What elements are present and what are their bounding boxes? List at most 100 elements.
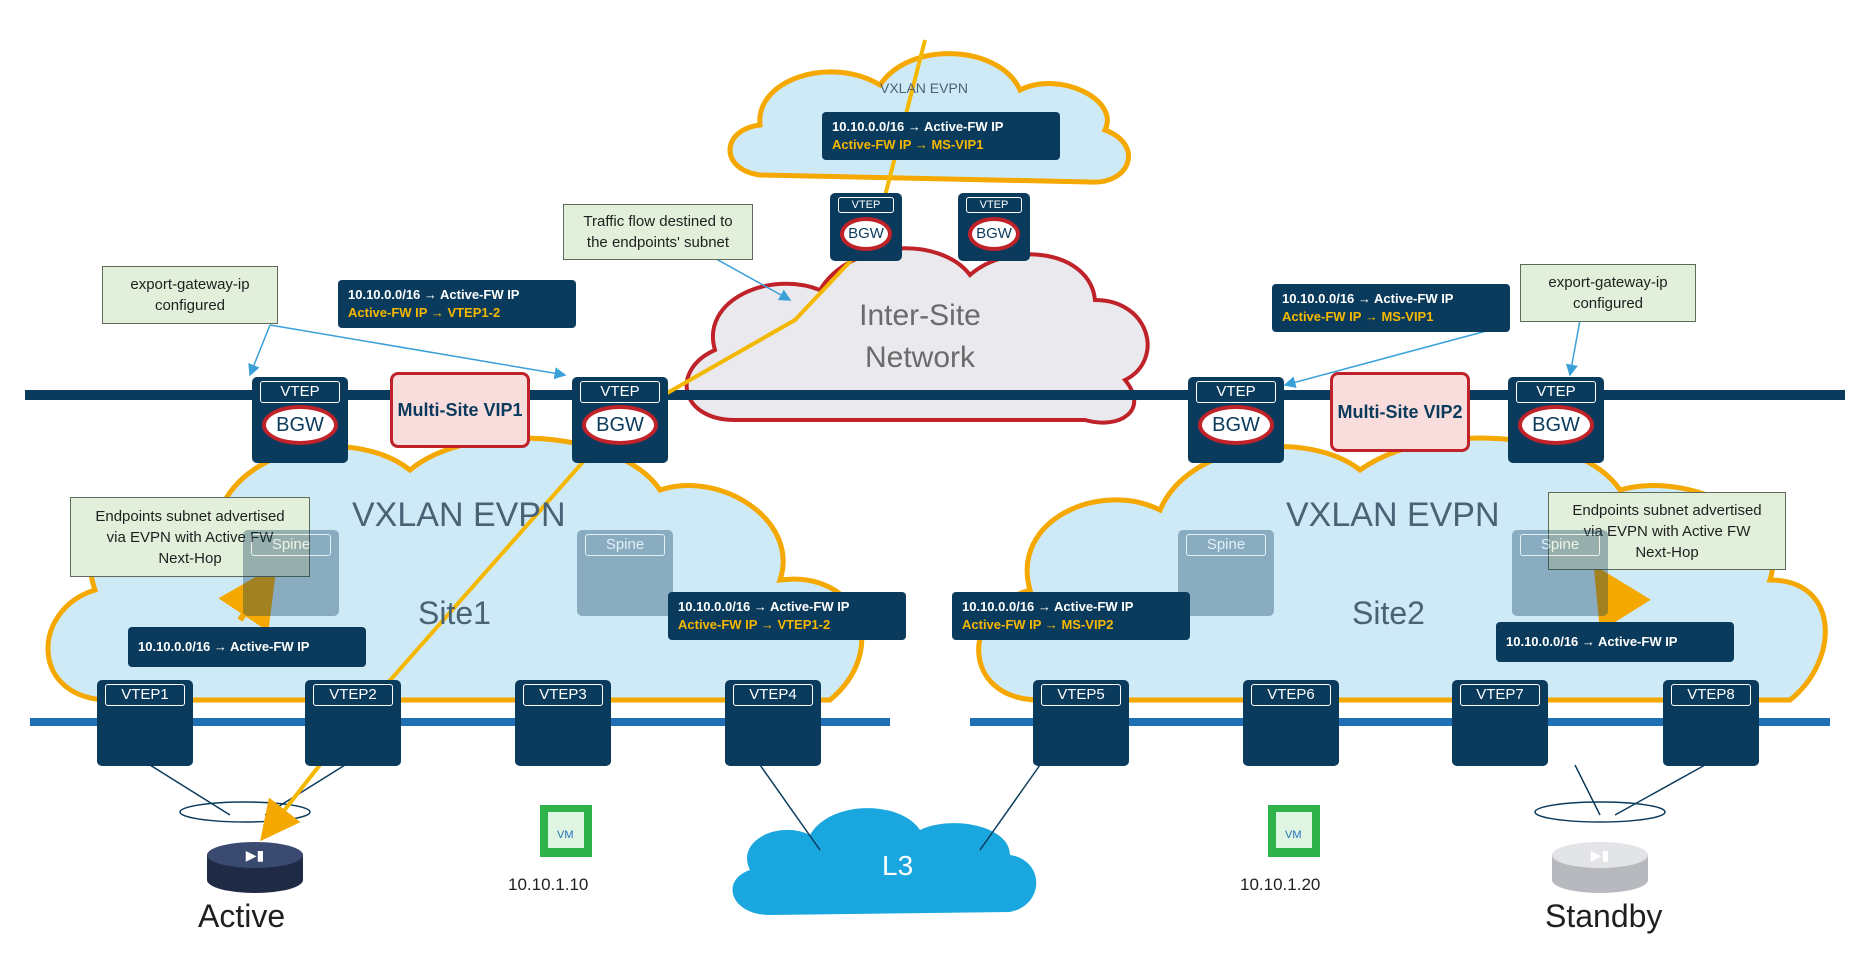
spine-label: Spine — [585, 534, 665, 556]
traffic-flow-note: Traffic flow destined to the endpoints' … — [563, 204, 753, 260]
vm-icon: VM — [1268, 805, 1320, 857]
callout-line: 10.10.0.0/16 → Active-FW IP — [348, 287, 520, 302]
site2-leaf-line — [970, 718, 1830, 726]
vm1-ip: 10.10.1.10 — [508, 875, 589, 894]
callout-line: 10.10.0.0/16 → Active-FW IP — [1506, 634, 1678, 649]
vtep2[interactable]: VTEP2 — [305, 680, 401, 766]
site1-bgw-1[interactable]: VTEP BGW — [252, 377, 348, 463]
top-bgw-2[interactable]: VTEP BGW — [958, 193, 1030, 261]
vtep-label: VTEP — [1516, 381, 1596, 403]
site1-bgw-2[interactable]: VTEP BGW — [572, 377, 668, 463]
callout-line: 10.10.0.0/16 → Active-FW IP — [1282, 291, 1454, 306]
multisite-vip1: Multi-Site VIP1 — [390, 372, 530, 448]
endpoints-note-right: Endpoints subnet advertised via EVPN wit… — [1548, 492, 1786, 570]
vtep-label: VTEP6 — [1251, 684, 1331, 706]
vtep-label: VTEP5 — [1041, 684, 1121, 706]
bgw-label: BGW — [1518, 405, 1594, 445]
inter-site-line: Network — [864, 341, 976, 374]
endpoints-note-left: Endpoints subnet advertised via EVPN wit… — [70, 497, 310, 577]
active-firewall-icon: ▶▮ — [207, 842, 303, 893]
vtep7[interactable]: VTEP7 — [1452, 680, 1548, 766]
site2-vtep-callout: 10.10.0.0/16 → Active-FW IP — [1496, 622, 1734, 662]
vtep-label: VTEP4 — [733, 684, 813, 706]
standby-firewall-icon: ▶▮ — [1552, 842, 1648, 893]
bgw-label: BGW — [968, 217, 1020, 251]
note-line: via EVPN with Active FW — [106, 528, 274, 546]
site2-vtep5-callout: 10.10.0.0/16 → Active-FW IP Active-FW IP… — [952, 592, 1190, 640]
vm-icon: VM — [540, 805, 592, 857]
vm-badge-1: VM — [557, 829, 574, 841]
site2-spine-1[interactable]: Spine — [1178, 530, 1274, 616]
vtep-label: VTEP3 — [523, 684, 603, 706]
bgw-label: BGW — [582, 405, 658, 445]
bgw-backbone-left — [25, 390, 1845, 400]
note-line: export-gateway-ip — [130, 276, 250, 293]
note-line: Endpoints subnet advertised — [1572, 501, 1762, 519]
vtep-label: VTEP1 — [105, 684, 185, 706]
callout-line: 10.10.0.0/16 → Active-FW IP — [678, 599, 850, 614]
spine-label: Spine — [1520, 534, 1600, 556]
vtep-label: VTEP — [966, 197, 1022, 213]
site2-bgw-2[interactable]: VTEP BGW — [1508, 377, 1604, 463]
inter-site-label: Inter-Site Network — [840, 295, 1000, 379]
site1-fabric-label: VXLAN EVPN — [352, 496, 566, 534]
site2-bgw-1[interactable]: VTEP BGW — [1188, 377, 1284, 463]
note-line: export-gateway-ip — [1548, 274, 1668, 291]
inter-site-cloud — [684, 246, 1150, 425]
site1-vtep4-callout: 10.10.0.0/16 → Active-FW IP Active-FW IP… — [668, 592, 906, 640]
vtep3[interactable]: VTEP3 — [515, 680, 611, 766]
site1-spine-1[interactable]: Spine — [243, 530, 339, 616]
vtep1[interactable]: VTEP1 — [97, 680, 193, 766]
note-line: Traffic flow destined to — [583, 213, 733, 230]
vtep-label: VTEP7 — [1460, 684, 1540, 706]
callout-line: Active-FW IP → VTEP1-2 — [678, 617, 831, 632]
vtep-label: VTEP — [580, 381, 660, 403]
note-line: Next-Hop — [1635, 543, 1699, 561]
site1-bgw-callout: 10.10.0.0/16 → Active-FW IP Active-FW IP… — [338, 280, 576, 328]
site2-bgw-callout: 10.10.0.0/16 → Active-FW IP Active-FW IP… — [1272, 284, 1510, 332]
callout-line: Active-FW IP → MS-VIP2 — [962, 617, 1114, 632]
multisite-vip2: Multi-Site VIP2 — [1330, 372, 1470, 452]
top-cloud-callout: 10.10.0.0/16 → Active-FW IP Active-FW IP… — [822, 112, 1060, 160]
bgw-label: BGW — [840, 217, 892, 251]
top-bgw-1[interactable]: VTEP BGW — [830, 193, 902, 261]
advertise-arrow-right — [1593, 564, 1651, 632]
note-line: Endpoints subnet advertised — [95, 507, 285, 525]
callout-line: Active-FW IP → MS-VIP1 — [1282, 309, 1434, 324]
export-gateway-note-right: export-gateway-ip configured — [1520, 264, 1696, 322]
vtep-label: VTEP8 — [1671, 684, 1751, 706]
callout-line: Active-FW IP → VTEP1-2 — [348, 305, 501, 320]
spine-label: Spine — [1186, 534, 1266, 556]
bgw-label: BGW — [1198, 405, 1274, 445]
site2-label: Site2 — [1352, 595, 1425, 631]
export-gateway-note-left: export-gateway-ip configured — [102, 266, 278, 324]
note-line: configured — [154, 297, 226, 314]
inter-site-line: Inter-Site — [859, 299, 981, 332]
site1-label: Site1 — [418, 595, 491, 631]
vtep5[interactable]: VTEP5 — [1033, 680, 1129, 766]
site1-spine-2[interactable]: Spine — [577, 530, 673, 616]
vtep4[interactable]: VTEP4 — [725, 680, 821, 766]
note-line: Next-Hop — [158, 549, 222, 567]
callout-line: 10.10.0.0/16 → Active-FW IP — [138, 639, 310, 654]
site1-vtep-callout: 10.10.0.0/16 → Active-FW IP — [128, 627, 366, 667]
callout-line: 10.10.0.0/16 → Active-FW IP — [962, 599, 1134, 614]
site2-fabric-label: VXLAN EVPN — [1286, 496, 1500, 534]
top-cloud-label: VXLAN EVPN — [880, 80, 968, 96]
callout-line: Active-FW IP → MS-VIP1 — [832, 137, 984, 152]
standby-label: Standby — [1545, 898, 1663, 934]
note-line: the endpoints' subnet — [586, 234, 730, 251]
note-line: via EVPN with Active FW — [1583, 522, 1751, 540]
note-line: configured — [1572, 295, 1644, 312]
vtep8[interactable]: VTEP8 — [1663, 680, 1759, 766]
vtep-label: VTEP2 — [313, 684, 393, 706]
vtep6[interactable]: VTEP6 — [1243, 680, 1339, 766]
site2-spine-2[interactable]: Spine — [1512, 530, 1608, 616]
bgw-label: BGW — [262, 405, 338, 445]
site1-leaf-line — [30, 718, 890, 726]
vtep-label: VTEP — [260, 381, 340, 403]
vtep-label: VTEP — [1196, 381, 1276, 403]
vm-badge-2: VM — [1285, 829, 1302, 841]
vm2-ip: 10.10.1.20 — [1240, 875, 1321, 894]
note-pointers — [248, 249, 1581, 389]
